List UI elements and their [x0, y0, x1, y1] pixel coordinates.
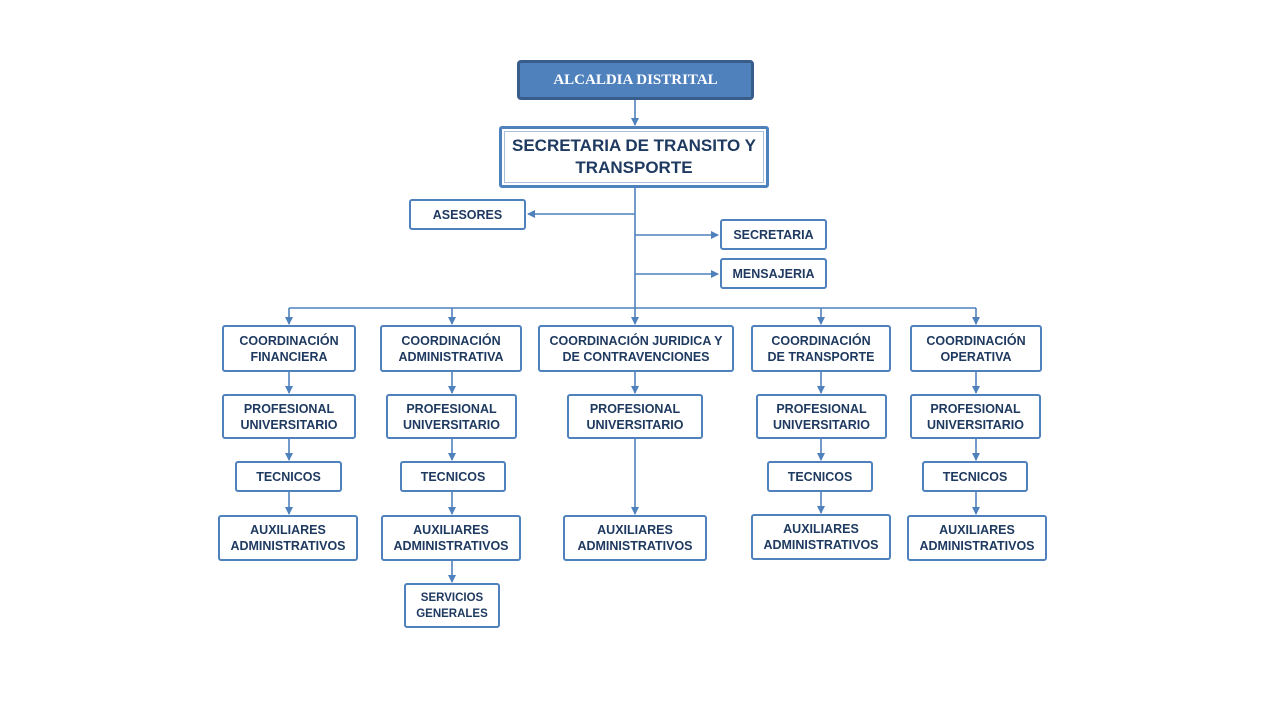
coordinacion-label: COORDINACIÓN DE TRANSPORTE: [767, 333, 875, 364]
profesional-universitario-box: PROFESIONAL UNIVERSITARIO: [222, 394, 356, 439]
tecnicos-box: TECNICOS: [767, 461, 873, 492]
profesional-label: PROFESIONAL UNIVERSITARIO: [586, 401, 684, 432]
coordinacion-operativa-box: COORDINACIÓN OPERATIVA: [910, 325, 1042, 372]
tecnicos-box: TECNICOS: [400, 461, 506, 492]
profesional-universitario-box: PROFESIONAL UNIVERSITARIO: [756, 394, 887, 439]
profesional-universitario-box: PROFESIONAL UNIVERSITARIO: [910, 394, 1041, 439]
tecnicos-label: TECNICOS: [256, 469, 321, 484]
profesional-label: PROFESIONAL UNIVERSITARIO: [927, 401, 1024, 432]
coordinacion-financiera-box: COORDINACIÓN FINANCIERA: [222, 325, 356, 372]
coordinacion-juridica-box: COORDINACIÓN JURIDICA Y DE CONTRAVENCION…: [538, 325, 734, 372]
tecnicos-label: TECNICOS: [942, 469, 1008, 484]
auxiliares-box: AUXILIARES ADMINISTRATIVOS: [907, 515, 1047, 561]
auxiliares-box: AUXILIARES ADMINISTRATIVOS: [218, 515, 358, 561]
servicios-generales-box: SERVICIOS GENERALES: [404, 583, 500, 628]
mensajeria-box: MENSAJERIA: [720, 258, 827, 289]
tecnicos-label: TECNICOS: [420, 469, 486, 484]
auxiliares-label: AUXILIARES ADMINISTRATIVOS: [763, 522, 879, 552]
asesores-label: ASESORES: [432, 207, 503, 222]
coordinacion-label: COORDINACIÓN FINANCIERA: [239, 333, 339, 364]
auxiliares-box: AUXILIARES ADMINISTRATIVOS: [563, 515, 707, 561]
coordinacion-transporte-box: COORDINACIÓN DE TRANSPORTE: [751, 325, 891, 372]
secretaria-transito-label: SECRETARIA DE TRANSITO Y TRANSPORTE: [511, 136, 756, 177]
profesional-universitario-box: PROFESIONAL UNIVERSITARIO: [386, 394, 517, 439]
profesional-label: PROFESIONAL UNIVERSITARIO: [773, 401, 870, 432]
servicios-generales-label: SERVICIOS GENERALES: [416, 591, 488, 620]
tecnicos-label: TECNICOS: [787, 469, 853, 484]
auxiliares-label: AUXILIARES ADMINISTRATIVOS: [577, 523, 693, 553]
profesional-label: PROFESIONAL UNIVERSITARIO: [240, 401, 338, 432]
asesores-box: ASESORES: [409, 199, 526, 230]
tecnicos-box: TECNICOS: [235, 461, 342, 492]
coordinacion-label: COORDINACIÓN OPERATIVA: [926, 333, 1026, 364]
mensajeria-label: MENSAJERIA: [732, 266, 815, 281]
profesional-label: PROFESIONAL UNIVERSITARIO: [403, 401, 500, 432]
auxiliares-box: AUXILIARES ADMINISTRATIVOS: [381, 515, 521, 561]
auxiliares-label: AUXILIARES ADMINISTRATIVOS: [919, 523, 1035, 553]
auxiliares-label: AUXILIARES ADMINISTRATIVOS: [393, 523, 509, 553]
alcaldia-label: ALCALDIA DISTRITAL: [553, 72, 718, 88]
tecnicos-box: TECNICOS: [922, 461, 1028, 492]
coordinacion-administrativa-box: COORDINACIÓN ADMINISTRATIVA: [380, 325, 522, 372]
secretaria-staff-box: SECRETARIA: [720, 219, 827, 250]
alcaldia-box: ALCALDIA DISTRITAL: [517, 60, 754, 100]
secretaria-staff-label: SECRETARIA: [733, 227, 814, 242]
profesional-universitario-box: PROFESIONAL UNIVERSITARIO: [567, 394, 703, 439]
coordinacion-label: COORDINACIÓN ADMINISTRATIVA: [398, 333, 504, 364]
auxiliares-box: AUXILIARES ADMINISTRATIVOS: [751, 514, 891, 560]
auxiliares-label: AUXILIARES ADMINISTRATIVOS: [230, 523, 346, 553]
coordinacion-label: COORDINACIÓN JURIDICA Y DE CONTRAVENCION…: [549, 333, 723, 364]
secretaria-transito-box: SECRETARIA DE TRANSITO Y TRANSPORTE: [499, 126, 769, 188]
